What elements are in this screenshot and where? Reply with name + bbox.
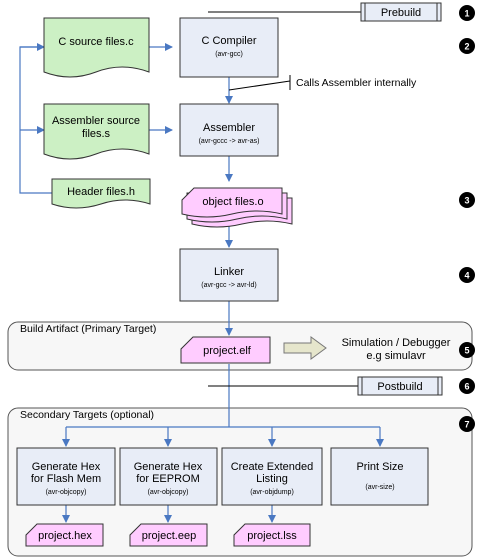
hex-eeprom-title-line1: Generate Hex	[134, 461, 203, 473]
badge-5	[459, 342, 475, 358]
simulation-label-line1: Simulation / Debugger	[342, 337, 451, 349]
simulation-arrow-shape	[283, 336, 327, 360]
hex-flash-title-line2: for Flash Mem	[31, 473, 101, 485]
assembler-title: Assembler	[203, 122, 255, 134]
hex-eeprom-title-line2: for EEPROM	[136, 473, 200, 485]
compiler-note-text: Calls Assembler internally	[296, 77, 417, 89]
asm-source-file-shape	[43, 103, 150, 160]
compiler-note-leader	[228, 80, 291, 91]
elf-file-label: project.elf	[203, 345, 252, 357]
object-files-label: object files.o	[202, 196, 263, 208]
asm-source-file-label-line2: files.s	[82, 128, 111, 140]
badge-4	[459, 267, 475, 283]
compiler-title: C Compiler	[201, 35, 256, 47]
compiler-subtitle: (avr-gcc)	[215, 51, 243, 58]
hex-file-label: project.hex	[38, 530, 92, 542]
badge-2-label: 2	[464, 42, 469, 52]
lss-file-shape	[233, 523, 311, 547]
header-file-label: Header files.h	[67, 186, 135, 198]
connectors	[19, 43, 384, 523]
simulation-label-line2: e.g simulavr	[366, 350, 426, 362]
badge-6	[459, 378, 475, 394]
badge-1-label: 1	[464, 9, 469, 19]
eep-file-label: project.eep	[142, 530, 196, 542]
hex-flash-subtitle: (avr-objcopy)	[46, 489, 87, 496]
badge-5-label: 5	[464, 346, 469, 356]
linker-subtitle: (avr-gcc -> avr-ld)	[201, 282, 256, 289]
badge-7-label: 7	[464, 420, 469, 430]
print-size-box	[330, 447, 429, 506]
print-size-subtitle: (avr-size)	[365, 484, 394, 491]
hex-eeprom-box	[119, 447, 218, 506]
asm-source-file-label-line1: Assembler source	[52, 115, 140, 127]
object-file-front	[181, 187, 283, 218]
c-source-file-shape	[43, 17, 150, 78]
linker-title: Linker	[214, 266, 244, 278]
hex-flash-box	[16, 447, 116, 506]
badge-4-label: 4	[464, 271, 469, 281]
step-badges: 1 2 3 4 5 6 7	[459, 5, 475, 432]
badge-3	[459, 192, 475, 208]
lss-file-label: project.lss	[247, 530, 297, 542]
hex-flash-title-line1: Generate Hex	[32, 461, 101, 473]
assembler-subtitle: (avr-gccc -> avr-as)	[199, 138, 260, 145]
prebuild-box	[360, 2, 442, 22]
badge-6-label: 6	[464, 382, 469, 392]
badge-3-label: 3	[464, 196, 469, 206]
postbuild-box	[357, 376, 443, 396]
badge-2	[459, 38, 475, 54]
eep-file-shape	[129, 523, 208, 547]
postbuild-label: Postbuild	[377, 381, 422, 393]
listing-title-line2: Listing	[256, 473, 288, 485]
badge-1	[459, 5, 475, 21]
assembler-box	[179, 103, 279, 157]
hex-eeprom-subtitle: (avr-objcopy)	[148, 489, 189, 496]
prebuild-label: Prebuild	[381, 7, 421, 19]
listing-subtitle: (avr-objdump)	[250, 489, 294, 496]
linker-box	[179, 248, 279, 302]
c-source-file-label: C source files.c	[58, 36, 134, 48]
listing-box	[221, 447, 323, 506]
print-size-title: Print Size	[356, 461, 403, 473]
object-files-stack	[181, 187, 293, 228]
badge-7	[459, 416, 475, 432]
elf-file-shape	[180, 336, 271, 364]
listing-title-line1: Create Extended	[231, 461, 314, 473]
hex-file-shape	[25, 523, 104, 547]
compiler-box	[179, 17, 279, 78]
build-artifact-group-label: Build Artifact (Primary Target)	[20, 323, 156, 335]
header-file-shape	[51, 178, 151, 209]
secondary-targets-group-label: Secondary Targets (optional)	[20, 409, 154, 421]
